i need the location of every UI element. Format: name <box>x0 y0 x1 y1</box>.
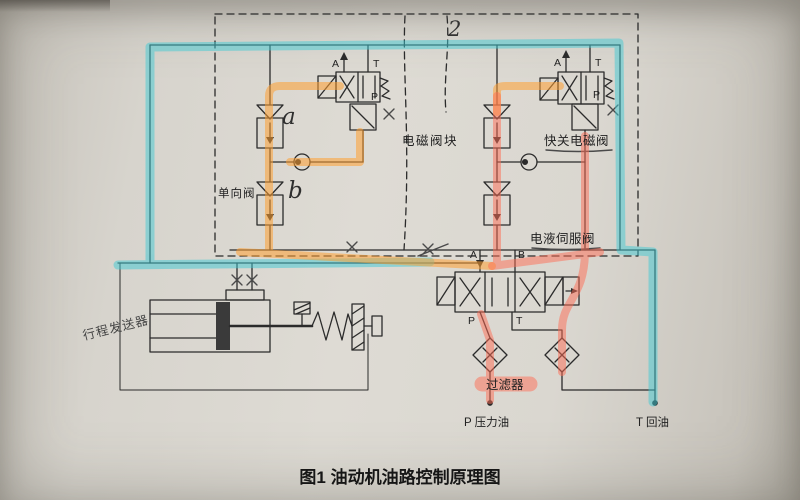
right-valve-port-t: T <box>595 57 602 69</box>
label-pressure-oil: P 压力油 <box>464 415 509 429</box>
label-stroke-transmitter: 行程发送器 <box>81 312 150 343</box>
red-highlighter-trace <box>474 92 604 404</box>
servo-port-t: T <box>516 315 523 327</box>
left-valve-port-t: T <box>373 58 380 70</box>
handwritten-annotation-b: b <box>288 178 303 204</box>
label-servo-valve: 电液伺服阀 <box>530 231 595 246</box>
figure-caption: 图1 油动机油路控制原理图 <box>299 467 500 487</box>
label-quick-close-solenoid-valve: 快关电磁阀 <box>544 133 609 148</box>
servo-port-a: A <box>470 249 477 261</box>
right-valve-port-p: P <box>593 89 600 101</box>
handwritten-annotation-a: a <box>282 104 296 130</box>
hydraulic-cylinder <box>119 262 383 391</box>
valve-block-boundary <box>214 13 639 257</box>
schematic-ink <box>117 13 658 406</box>
handwritten-number: 2 <box>447 17 461 41</box>
servo-valve <box>436 260 580 313</box>
label-return-oil: T 回油 <box>636 415 669 429</box>
left-valve-port-p: P <box>371 91 378 103</box>
label-check-valve: 单向阀 <box>218 186 256 200</box>
label-oil-filter: 过滤器 <box>486 378 524 392</box>
orange-highlighter-trace <box>236 82 564 270</box>
right-check-valve <box>520 153 538 171</box>
pencil-x-marks <box>231 104 619 286</box>
servo-port-b: B <box>518 249 525 261</box>
servo-port-p: P <box>468 315 475 327</box>
right-valve-port-a: A <box>554 57 561 69</box>
label-solenoid-valve-block: 电磁阀块 <box>402 133 458 148</box>
left-valve-port-a: A <box>332 58 339 70</box>
